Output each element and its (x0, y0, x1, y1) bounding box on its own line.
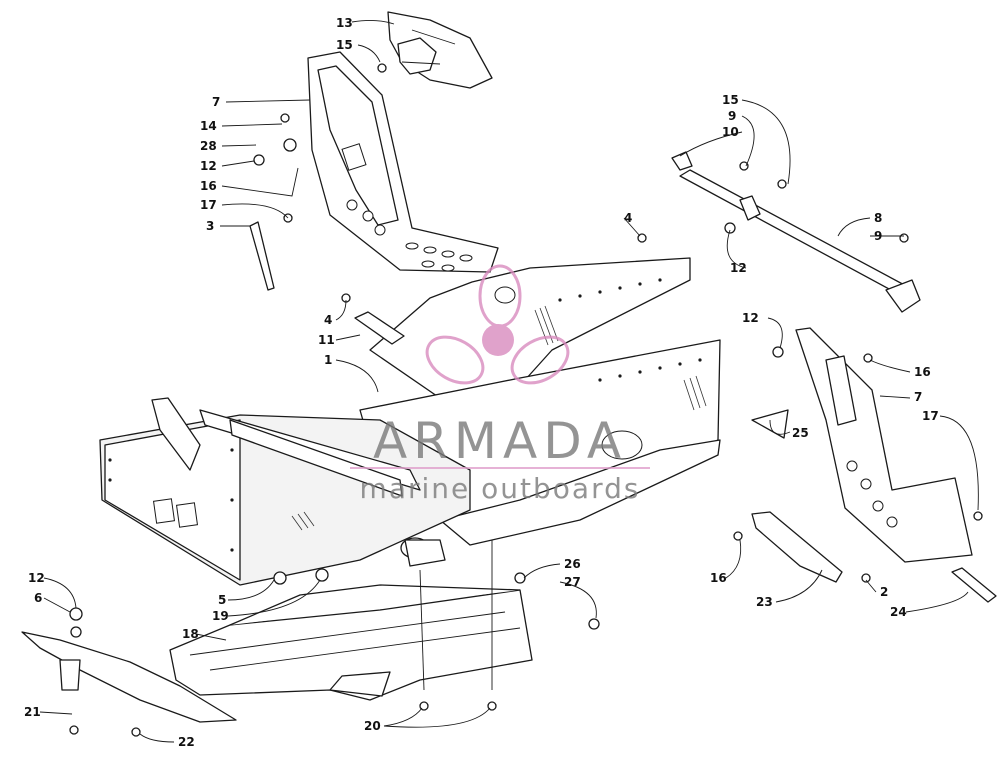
callout-7: 7 (914, 390, 922, 404)
callout-27: 27 (564, 575, 581, 589)
callout-4: 4 (624, 211, 632, 225)
callout-3: 3 (206, 219, 214, 233)
callout-15: 15 (722, 93, 739, 107)
part-strap-24 (951, 567, 997, 603)
callout-25: 25 (792, 426, 809, 440)
hardware (69, 63, 983, 737)
callout-16: 16 (914, 365, 931, 379)
callout-21: 21 (24, 705, 41, 719)
callout-22: 22 (178, 735, 195, 749)
callout-17: 17 (922, 409, 939, 423)
callout-7: 7 (212, 95, 220, 109)
callout-8: 8 (874, 211, 882, 225)
chassis-rivets (108, 278, 702, 552)
part-plate-11 (354, 311, 405, 345)
callout-9: 9 (874, 229, 882, 243)
propeller-logo-icon (425, 264, 570, 385)
callout-13: 13 (336, 16, 353, 30)
part-bracket-23 (751, 511, 843, 583)
callout-20: 20 (364, 719, 381, 733)
callout-labels: 13 15 7 14 28 12 16 17 3 4 11 1 4 15 9 1… (24, 16, 939, 749)
watermark: ARMADA marine outboards (350, 264, 650, 505)
callout-12: 12 (742, 311, 759, 325)
callout-17: 17 (200, 198, 217, 212)
callout-1: 1 (324, 353, 332, 367)
callout-16: 16 (200, 179, 217, 193)
callout-5: 5 (218, 593, 226, 607)
callout-11: 11 (318, 333, 335, 347)
callout-12: 12 (730, 261, 747, 275)
callout-28: 28 (200, 139, 217, 153)
part-steering-post-right (795, 327, 973, 563)
callout-14: 14 (200, 119, 217, 133)
callout-6: 6 (34, 591, 42, 605)
steering-post-holes (346, 199, 473, 272)
callout-19: 19 (212, 609, 229, 623)
part-steering-shaft (671, 151, 921, 313)
part-main-chassis (99, 257, 721, 586)
callout-9: 9 (728, 109, 736, 123)
leader-lines (39, 19, 979, 743)
callout-15: 15 (336, 38, 353, 52)
part-console (387, 11, 493, 89)
callout-16: 16 (710, 571, 727, 585)
callout-12: 12 (200, 159, 217, 173)
watermark-brand: ARMADA (373, 412, 627, 470)
watermark-tagline: marine outboards (360, 472, 641, 505)
part-steering-post-left (307, 51, 499, 273)
part-belly-pan (169, 584, 533, 701)
part-rod-3 (249, 221, 275, 291)
callout-18: 18 (182, 627, 199, 641)
callout-23: 23 (756, 595, 773, 609)
part-front-bumper (21, 631, 237, 723)
callout-24: 24 (890, 605, 907, 619)
callout-2: 2 (880, 585, 888, 599)
callout-12: 12 (28, 571, 45, 585)
callout-4: 4 (324, 313, 332, 327)
callout-10: 10 (722, 125, 739, 139)
callout-26: 26 (564, 557, 581, 571)
